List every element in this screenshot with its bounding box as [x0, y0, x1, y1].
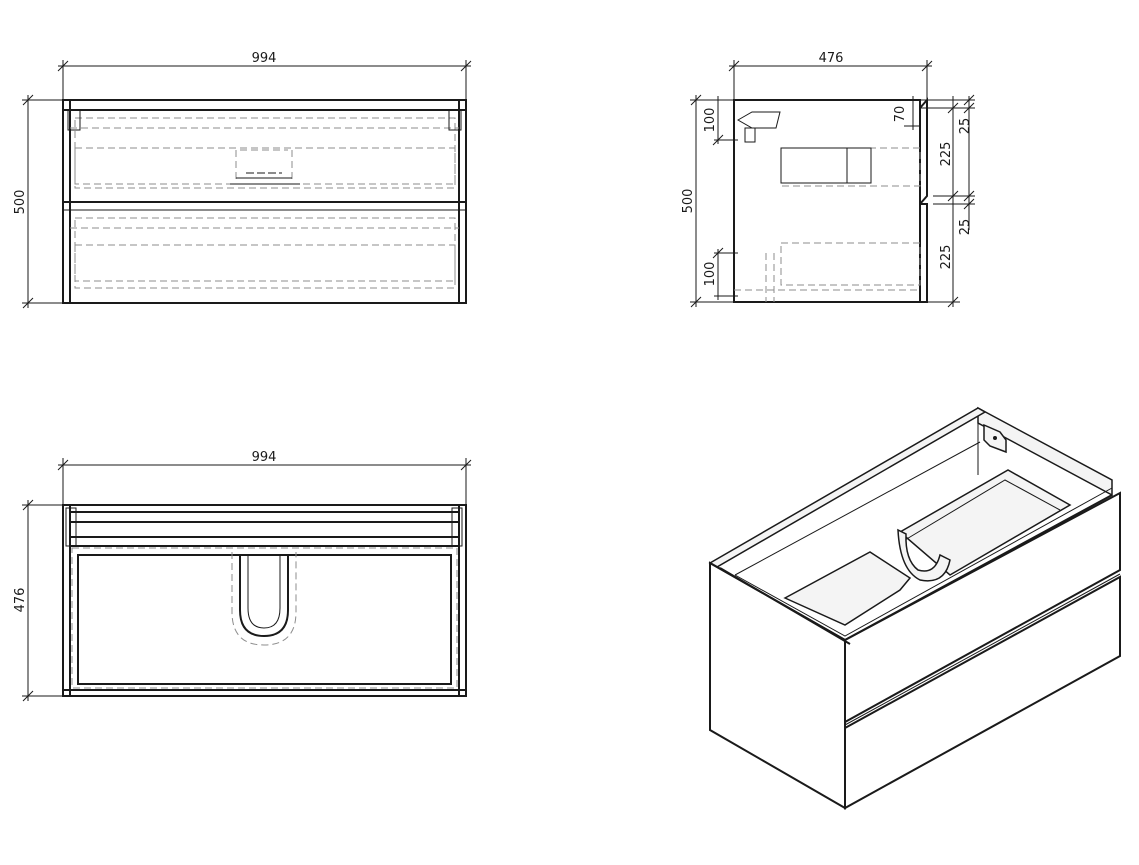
plan-right-bracket [451, 507, 463, 547]
side-height-dimension: 500 [681, 94, 734, 308]
side-hanger-bracket [736, 111, 781, 129]
left-hanger-bracket [67, 109, 81, 131]
side-drawer-b-label: 225 [939, 245, 954, 270]
siphon-cutout-plan [231, 552, 297, 646]
front-width-dimension: 994 [57, 51, 472, 100]
front-height-label: 500 [13, 190, 28, 215]
side-cabinet-outline [733, 99, 921, 303]
iso-hanger-bracket [983, 423, 1007, 454]
iso-siphon-scoop [897, 528, 951, 582]
side-top-gap-dimension: 70 [893, 96, 920, 130]
siphon-cutout-front [230, 149, 300, 185]
side-depth-label: 476 [819, 51, 844, 66]
plan-depth-label: 476 [13, 588, 28, 613]
side-view: 476 500 100 100 [681, 51, 975, 308]
isometric-view [708, 406, 1121, 810]
plan-depth-dimension: 476 [13, 499, 63, 702]
side-bottom-offset-label: 100 [703, 262, 718, 287]
plan-width-label: 994 [252, 450, 277, 465]
plan-width-dimension: 994 [57, 450, 472, 505]
side-drawer-a-label: 225 [939, 142, 954, 167]
plan-left-bracket [65, 507, 77, 547]
plan-view: 994 476 [13, 450, 472, 702]
side-drawer-chain-dimension: 25 225 25 225 [920, 94, 975, 308]
side-gap-a-label: 25 [958, 118, 973, 135]
side-bottom-offset-dimension: 100 [703, 247, 738, 300]
right-hanger-bracket [448, 109, 462, 131]
side-top-offset-dimension: 100 [703, 96, 738, 146]
side-top-offset-label: 100 [703, 108, 718, 133]
front-height-dimension: 500 [13, 94, 63, 309]
side-top-gap-label: 70 [893, 106, 908, 123]
side-height-label: 500 [681, 189, 696, 214]
plan-cabinet-outline [62, 504, 467, 697]
side-gap-b-label: 25 [958, 219, 973, 236]
front-width-label: 994 [252, 51, 277, 66]
iso-top-drawer-front [844, 491, 1121, 724]
front-view: 994 500 [13, 51, 472, 309]
side-depth-dimension: 476 [728, 51, 933, 100]
iso-bottom-drawer-front [844, 575, 1121, 810]
